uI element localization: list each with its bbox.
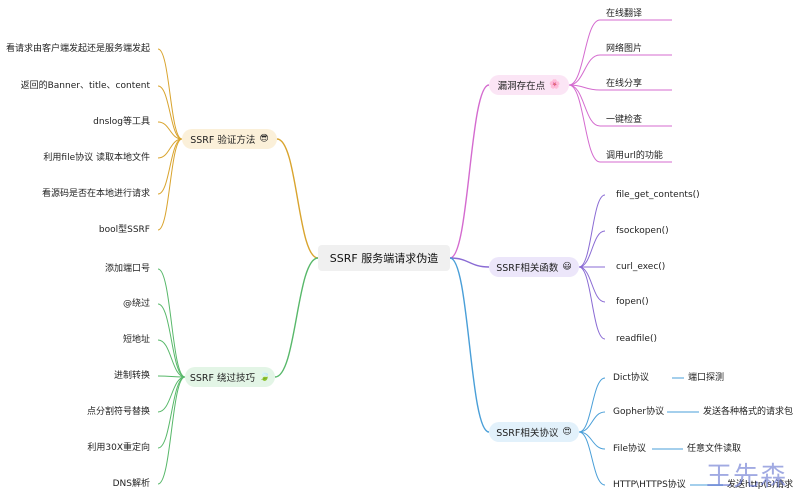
connector-funcs-1 [578,194,606,268]
leaf-proto-3-detail[interactable]: 任意文件读取 [687,444,742,454]
branch-funcs-label: SSRF相关函数 [496,263,559,274]
leaf-vuln-3[interactable]: 在线分享 [606,79,643,89]
leaf-verify-3[interactable]: dnslog等工具 [93,117,150,127]
leaf-icon: 🍃 [258,372,271,382]
leaf-verify-6[interactable]: bool型SSRF [98,225,150,235]
connector-funcs-2 [578,230,606,268]
connector-vuln-5 [568,84,601,163]
leaf-bypass-1[interactable]: 添加端口号 [104,264,150,274]
sunglasses-icon: 😎 [259,134,269,144]
leaf-funcs-5[interactable]: readfile() [616,334,657,344]
leaf-verify-2[interactable]: 返回的Banner、title、content [20,81,150,91]
leaf-bypass-2[interactable]: @绕过 [122,299,150,309]
branch-vuln[interactable]: 漏洞存在点🌸 [489,75,569,95]
central-topic[interactable]: SSRF 服务端请求伪造 [318,245,450,271]
connector-bypass-5 [157,376,186,413]
connector-bypass-4 [157,375,186,378]
leaf-verify-1[interactable]: 看请求由客户端发起还是服务端发起 [5,44,150,54]
connector-bypass-3 [157,339,186,378]
leaf-vuln-2[interactable]: 网络图片 [606,44,643,54]
leaf-bypass-3[interactable]: 短地址 [122,335,150,345]
connector-vuln-3 [568,84,601,91]
branch-funcs[interactable]: SSRF相关函数😃 [489,257,579,277]
connector-proto-1 [578,377,606,433]
connector-verify-6 [157,138,183,231]
leaf-proto-1[interactable]: Dict协议 [613,373,649,383]
connector-vuln-1 [568,19,601,86]
leaf-funcs-3[interactable]: curl_exec() [616,262,666,272]
flower-icon: 🌸 [549,80,561,90]
leaf-vuln-5[interactable]: 调用url的功能 [606,151,663,161]
leaf-bypass-7[interactable]: DNS解析 [112,479,150,489]
branch-vuln-label: 漏洞存在点 [497,81,546,92]
connector-verify-3 [157,121,183,140]
leaf-funcs-4[interactable]: fopen() [616,297,649,307]
central-topic-label: SSRF 服务端请求伪造 [329,252,439,265]
branch-protos-label: SSRF相关协议 [496,428,559,439]
connector-funcs-5 [578,266,606,340]
branch-verify-label: SSRF 验证方法 [190,135,256,146]
connector-center-protos [449,257,490,433]
leaf-verify-4[interactable]: 利用file协议 读取本地文件 [43,153,150,163]
leaf-vuln-1[interactable]: 在线翻译 [606,9,643,19]
connector-vuln-4 [568,84,601,127]
connector-bypass-2 [157,303,186,378]
leaf-proto-3[interactable]: File协议 [613,444,647,454]
connector-vuln-2 [568,54,601,86]
leaf-proto-2[interactable]: Gopher协议 [613,407,665,417]
leaf-proto-4[interactable]: HTTP\HTTPS协议 [613,480,686,490]
smile-icon: 😃 [562,262,572,272]
heart-eyes-icon: 😍 [562,427,572,437]
leaf-proto-2-detail[interactable]: 发送各种格式的请求包 [703,407,794,417]
connector-bypass-6 [157,376,186,449]
leaf-verify-5[interactable]: 看源码是否在本地进行请求 [41,189,150,199]
author-watermark: 王先森 [706,462,788,492]
connector-center-funcs [449,257,490,268]
connector-center-bypass [274,257,319,378]
connector-verify-2 [157,85,183,140]
leaf-vuln-4[interactable]: 一键检查 [606,115,643,125]
leaf-proto-1-detail[interactable]: 端口探测 [688,373,725,383]
leaf-bypass-5[interactable]: 点分割符号替换 [86,407,150,417]
leaf-bypass-6[interactable]: 利用30X重定向 [87,443,150,453]
connector-proto-4 [578,431,606,486]
connector-proto-2 [578,411,606,433]
connector-center-verify [276,138,319,259]
connector-bypass-7 [157,376,186,485]
leaf-funcs-2[interactable]: fsockopen() [616,226,669,236]
connector-verify-1 [157,48,183,140]
branch-bypass[interactable]: SSRF 绕过技巧🍃 [185,367,275,387]
leaf-proto-4-detail[interactable]: 发送http(s)请求 [727,480,794,490]
branch-verify[interactable]: SSRF 验证方法😎 [182,129,277,149]
leaf-bypass-4[interactable]: 进制转换 [113,371,150,381]
connector-bypass-1 [157,268,186,378]
connector-funcs-4 [578,266,606,303]
connector-center-vuln [449,84,490,259]
leaf-funcs-1[interactable]: file_get_contents() [616,190,700,200]
branch-protos[interactable]: SSRF相关协议😍 [489,422,579,442]
branch-bypass-label: SSRF 绕过技巧 [189,373,255,384]
